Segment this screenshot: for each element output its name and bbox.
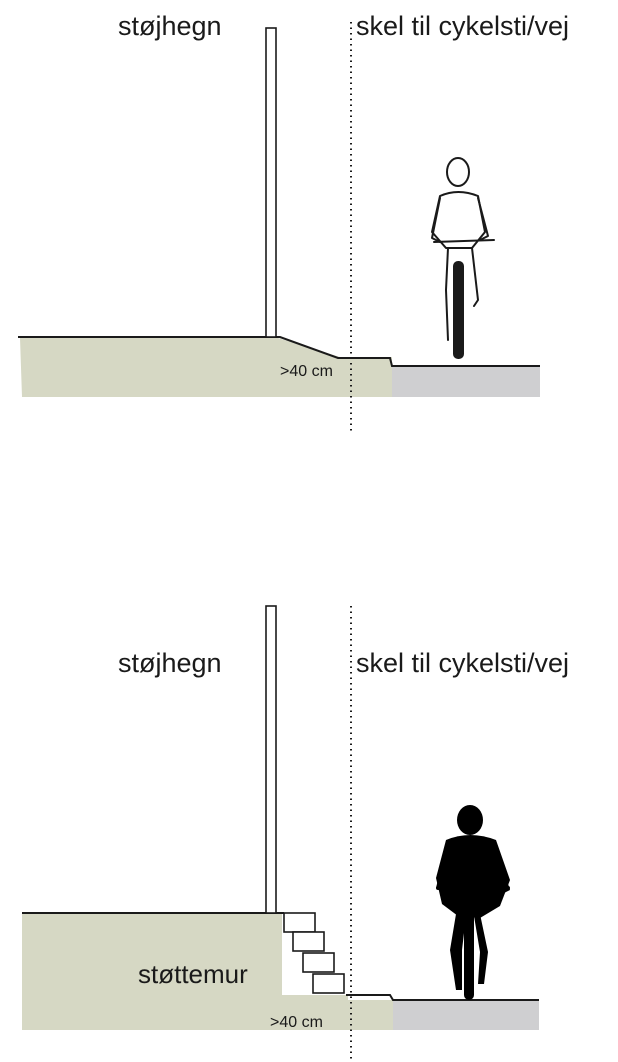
cycle-path-fill (392, 366, 540, 397)
boundary-label: skel til cykelsti/vej (356, 648, 569, 678)
wall-block (312, 973, 345, 994)
cyclist-outline-icon (431, 157, 495, 359)
distance-label: >40 cm (280, 363, 333, 380)
noise-barrier-post (265, 605, 277, 914)
boundary-label: skel til cykelsti/vej (356, 11, 569, 41)
wall-block (283, 912, 316, 933)
noise-barrier-post (265, 27, 277, 338)
ground-line (22, 912, 539, 1001)
fence-label: støjhegn (118, 11, 222, 41)
lower-ground-fill (282, 995, 348, 1030)
retaining-wall-blocks (283, 912, 345, 994)
cyclist-silhouette-icon (436, 805, 510, 1000)
retaining-wall-label: støttemur (138, 959, 248, 989)
panel-top: støjhegn skel til cykelsti/vej >40 cm (18, 11, 569, 432)
distance-label: >40 cm (270, 1014, 323, 1031)
ground-line (18, 336, 540, 367)
panel-bottom: støjhegn skel til cykelsti/vej støttemur… (22, 605, 569, 1060)
raised-ground-fill (22, 913, 282, 1030)
embankment-fill (20, 338, 392, 397)
fence-label: støjhegn (118, 648, 222, 678)
wall-block (302, 952, 335, 973)
wall-block (292, 931, 325, 952)
verge-fill (348, 1000, 393, 1030)
cycle-path-fill (393, 1000, 539, 1030)
